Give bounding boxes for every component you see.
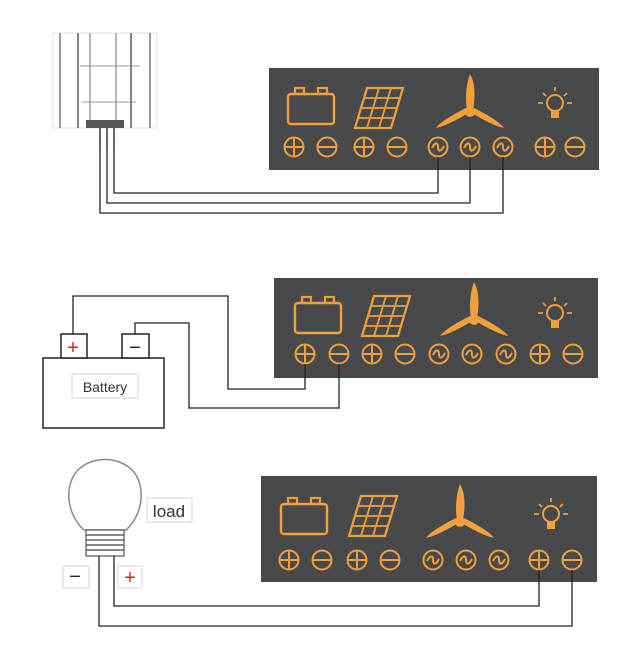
load-plus-sign: +	[124, 567, 136, 589]
battery-illustration: + − Battery	[42, 333, 165, 429]
battery-plus-terminal	[278, 549, 300, 571]
turbine-wires	[99, 150, 504, 214]
battery-plus-sign: +	[67, 337, 79, 359]
controller-panel-1	[269, 68, 599, 170]
load-plus-terminal	[528, 549, 550, 571]
battery-plus-terminal	[294, 343, 316, 365]
battery-plus-terminal	[283, 136, 305, 158]
load-wires	[98, 556, 573, 627]
load-plus-terminal	[534, 136, 556, 158]
load-plus-terminal	[529, 343, 551, 365]
battery-positive-post	[60, 333, 88, 359]
battery-minus-sign: −	[129, 337, 141, 359]
solar-plus-terminal	[346, 549, 368, 571]
load-minus-sign: −	[69, 566, 81, 588]
battery-wires	[72, 295, 340, 409]
solar-plus-terminal	[361, 343, 383, 365]
load-label: load	[153, 502, 185, 521]
controller-panel-3	[261, 476, 597, 582]
solar-plus-terminal	[353, 136, 375, 158]
bulb-illustration: load − +	[62, 458, 193, 589]
wind-turbine-illustration	[52, 32, 158, 150]
controller-panel-2	[274, 278, 598, 378]
battery-label: Battery	[83, 379, 127, 395]
